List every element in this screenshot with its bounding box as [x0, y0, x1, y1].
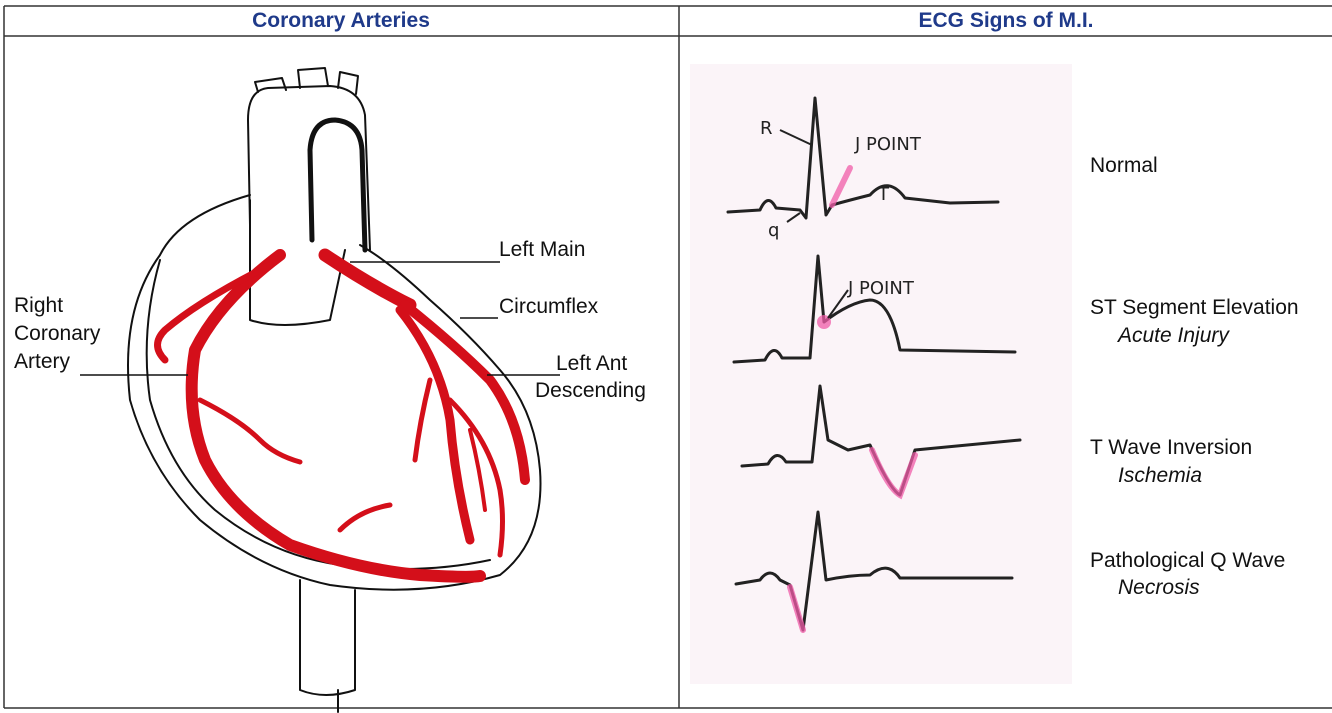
j-point-annotation-2: J POINT [847, 278, 915, 299]
leader-lines [80, 262, 560, 375]
rca-label-line-2: Coronary [14, 320, 100, 347]
circumflex-label: Circumflex [499, 293, 598, 320]
vessel-branch-2 [298, 68, 328, 88]
ecg-row-q-wave-title: Pathological Q Wave [1090, 547, 1285, 574]
j-point-highlight-2 [820, 318, 828, 326]
t-annotation: T [877, 184, 890, 205]
j-point-annotation-1: J POINT [854, 134, 922, 155]
coronary-arteries-header: Coronary Arteries [4, 6, 678, 36]
table-frame [4, 6, 1332, 708]
r-annotation: R [760, 118, 773, 139]
rca-label-line-1: Right [14, 292, 63, 319]
left-main-label: Left Main [499, 236, 585, 263]
ecg-row-normal-title: Normal [1090, 152, 1158, 179]
lad-branch-2 [415, 380, 430, 460]
ecg-row-t-inversion-title: T Wave Inversion [1090, 434, 1252, 461]
ecg-row-st-elevation-title: ST Segment Elevation [1090, 294, 1299, 321]
lad-label-line-2: Descending [535, 377, 646, 404]
right-coronary-artery [192, 255, 480, 577]
aorta-inner [310, 120, 365, 250]
ecg-row-t-inversion-subtitle: Ischemia [1118, 464, 1202, 488]
rca-branch-2 [200, 400, 300, 462]
q-annotation: q [768, 220, 779, 241]
ecg-signs-header: ECG Signs of M.I. [680, 6, 1332, 36]
ecg-row-st-elevation-subtitle: Acute Injury [1118, 324, 1229, 348]
rca-branch-3 [340, 505, 390, 530]
ecg-row-q-wave-subtitle: Necrosis [1118, 576, 1200, 600]
ivc-outline [300, 580, 355, 695]
rca-label-line-3: Artery [14, 348, 70, 375]
lad-label-line-1: Left Ant [556, 350, 627, 377]
coronary-arteries [158, 255, 526, 577]
ecg-panel-background [690, 64, 1072, 684]
